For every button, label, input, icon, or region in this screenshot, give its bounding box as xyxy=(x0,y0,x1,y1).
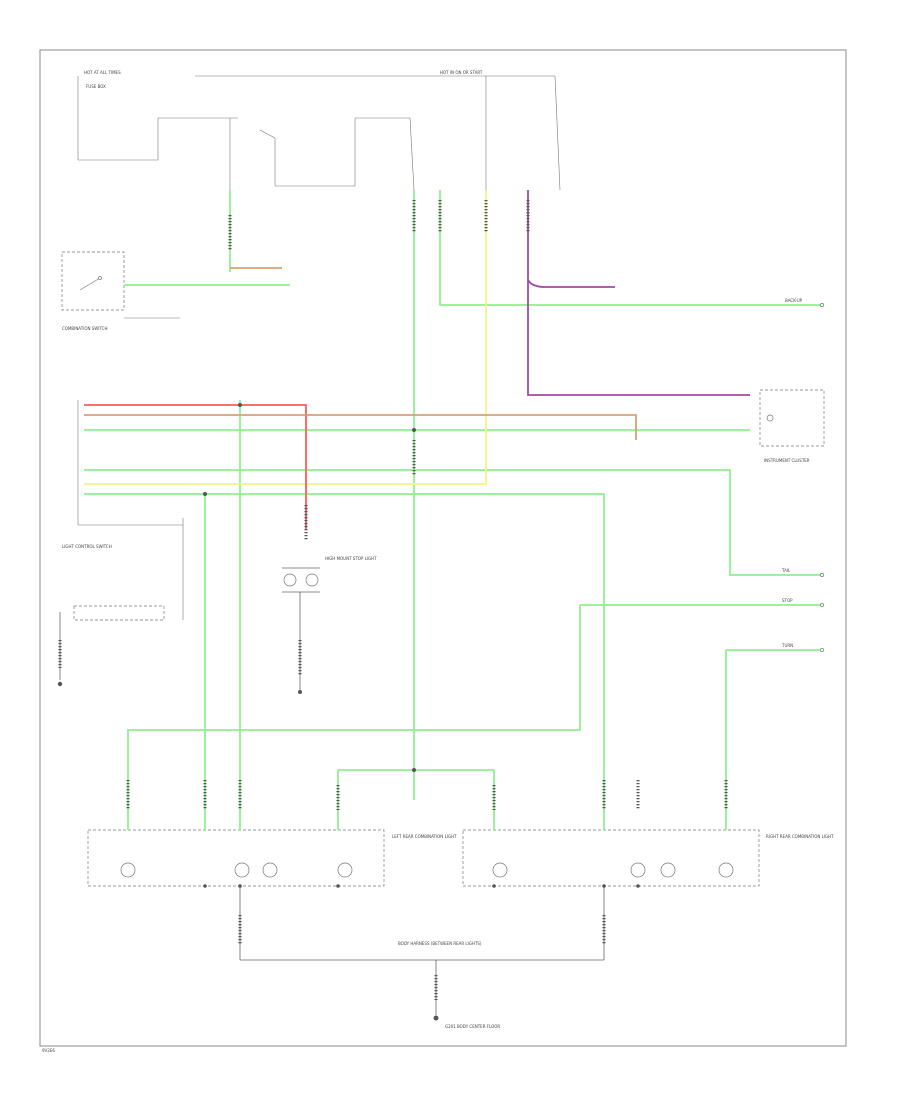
label-backup-out: BACK-UP xyxy=(785,298,803,303)
label-left-rear-light: LEFT REAR COMBINATION LIGHT xyxy=(392,834,457,839)
label-instrument-cluster: INSTRUMENT CLUSTER xyxy=(764,458,810,463)
wire-green-right-out xyxy=(439,190,820,306)
label-hot-at-all-times: HOT AT ALL TIMES xyxy=(84,70,121,75)
left-rear-light-box xyxy=(87,829,385,887)
label-turn-out: TURN xyxy=(781,643,793,648)
wire-purple-branch xyxy=(527,279,615,288)
wire-green-tail-out xyxy=(84,469,820,576)
wire-green-left-turn xyxy=(127,605,581,830)
right-terminals: TAIL STOP TURN BACK-UP xyxy=(781,298,824,652)
label-tail-out: TAIL xyxy=(781,568,791,573)
label-ground: G201 BODY CENTER FLOOR xyxy=(445,1024,500,1029)
right-rear-combination-light: RIGHT REAR COMBINATION LIGHT xyxy=(462,829,834,887)
wire-green-right-rear xyxy=(84,493,605,830)
ground-section: BODY HARNESS (BETWEEN REAR LIGHTS) G201 … xyxy=(42,886,605,1053)
page-ref: 9V2E6 xyxy=(42,1048,55,1053)
bulb-left xyxy=(283,573,297,587)
bulb-right xyxy=(305,573,319,587)
right-rear-light-box xyxy=(462,829,760,887)
page-frame xyxy=(39,49,847,1047)
instrument-cluster-box xyxy=(759,389,825,447)
wire-red-stop xyxy=(84,404,307,530)
label-fuse-box: FUSE BOX xyxy=(86,84,106,89)
label-right-rear-light: RIGHT REAR COMBINATION LIGHT xyxy=(766,834,834,839)
label-light-control-switch: LIGHT CONTROL SWITCH xyxy=(62,544,112,549)
instrument-cluster: INSTRUMENT CLUSTER xyxy=(759,389,825,463)
label-body-harness: BODY HARNESS (BETWEEN REAR LIGHTS) xyxy=(398,941,482,946)
label-combination-switch: COMBINATION SWITCH xyxy=(62,326,107,331)
combination-switch: COMBINATION SWITCH xyxy=(61,251,180,331)
light-switch-sub-box xyxy=(73,605,165,621)
label-high-mount-stop: HIGH MOUNT STOP LIGHT xyxy=(325,556,377,561)
label-hot-in-on-start: HOT IN ON OR START xyxy=(440,70,483,75)
left-rear-combination-light: LEFT REAR COMBINATION LIGHT xyxy=(87,829,457,887)
high-mount-stop-light: HIGH MOUNT STOP LIGHT xyxy=(282,556,377,694)
top-power-section: HOT AT ALL TIMES HOT IN ON OR START FUSE… xyxy=(77,70,561,191)
wire-purple-cluster xyxy=(527,190,750,396)
light-control-switch: LIGHT CONTROL SWITCH xyxy=(57,400,184,687)
wire-yellow xyxy=(84,190,487,485)
splices xyxy=(203,403,640,888)
connectors xyxy=(58,200,728,1000)
wire-orange xyxy=(84,414,637,440)
label-stop-out: STOP xyxy=(782,598,793,603)
wires xyxy=(84,190,820,830)
combination-switch-box xyxy=(61,251,125,311)
